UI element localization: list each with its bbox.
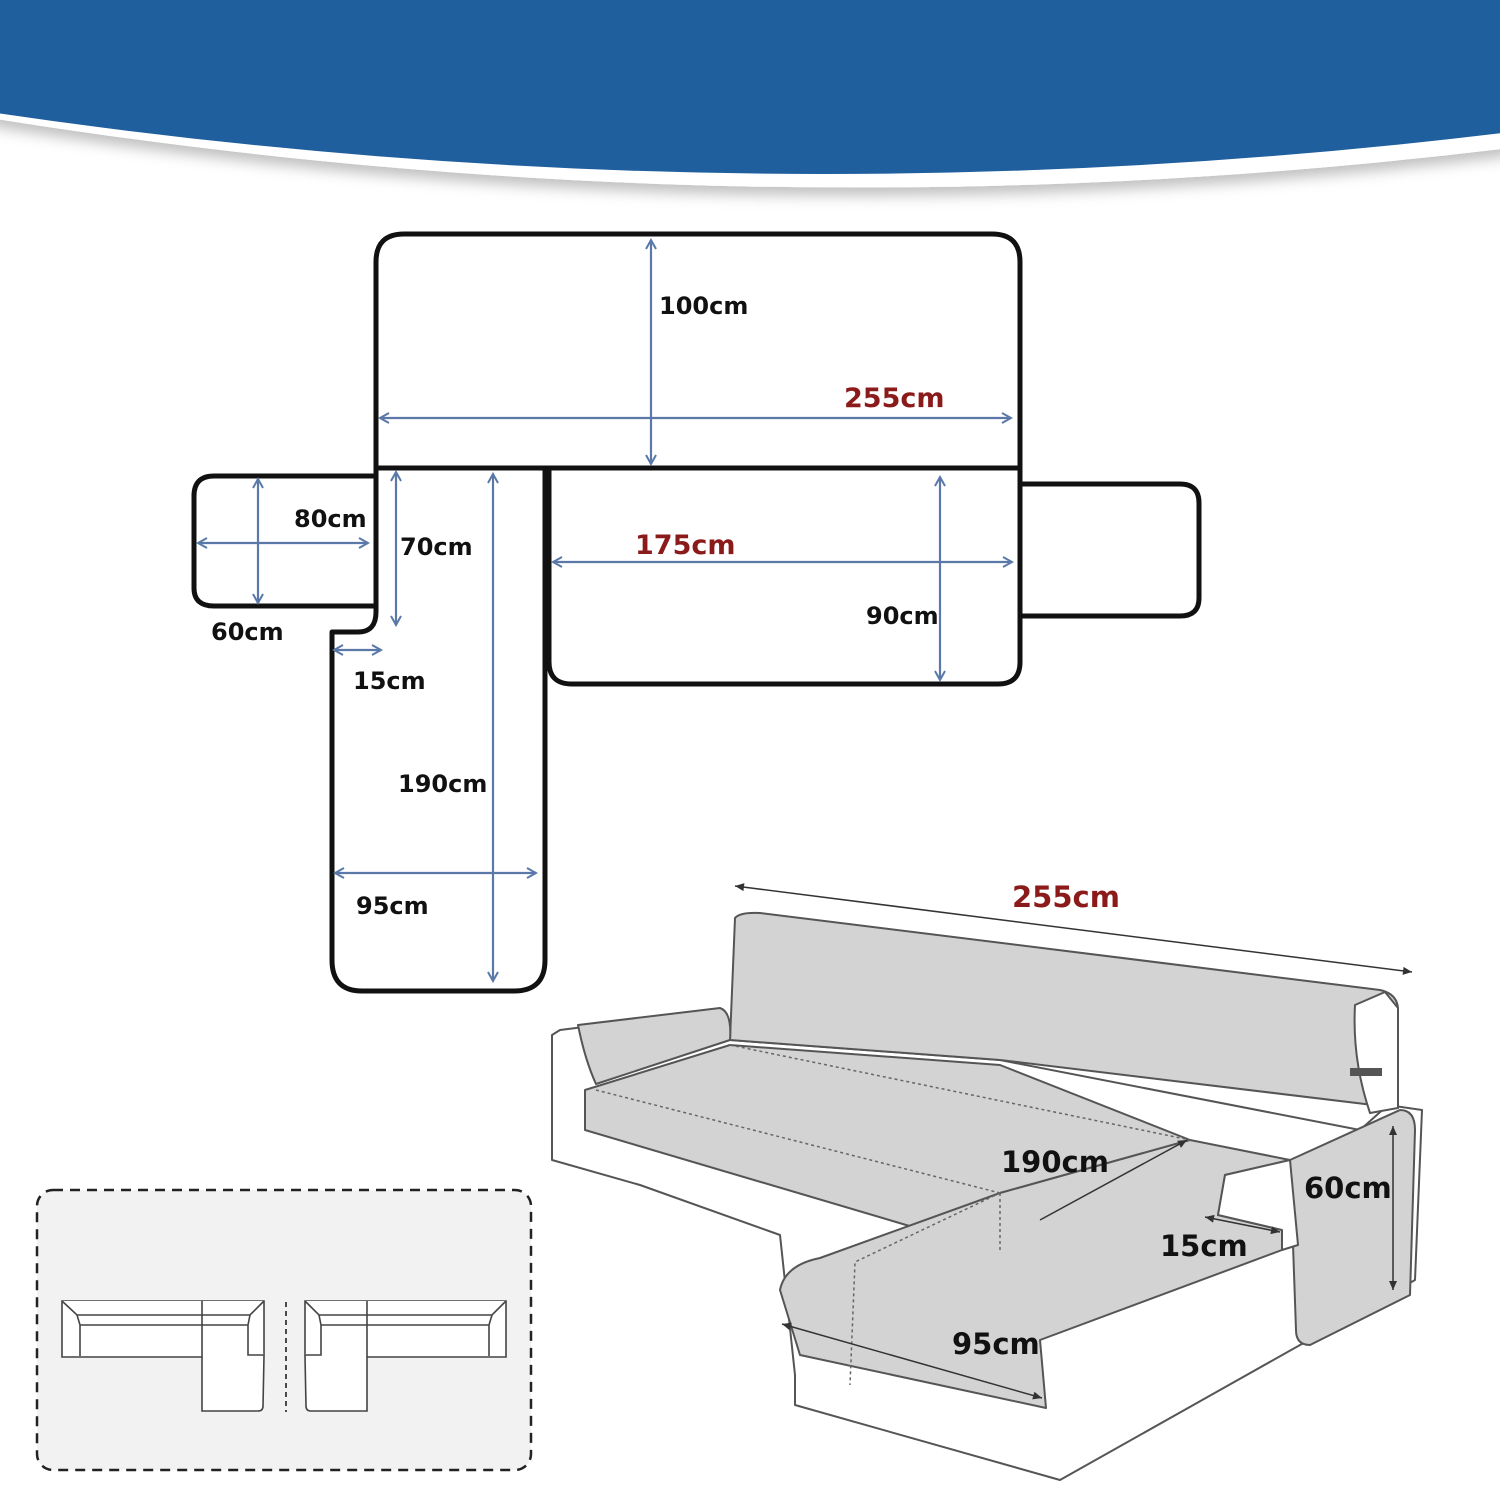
label-seat-width: 175cm bbox=[635, 530, 736, 561]
label-sofa-chaise-length: 190cm bbox=[1001, 1145, 1109, 1179]
sofa-chaise-length-arrow bbox=[1039, 1139, 1188, 1221]
label-chaise-width: 95cm bbox=[356, 892, 429, 920]
label-left-arm-width: 80cm bbox=[294, 505, 367, 533]
orientation-options-box bbox=[35, 1188, 533, 1472]
label-back-height: 100cm bbox=[659, 292, 748, 320]
label-sofa-arm-height: 60cm bbox=[1304, 1171, 1392, 1205]
flat-cover-pattern: 100cm 255cm 80cm 60cm 70cm 15cm 190cm 95… bbox=[191, 231, 1202, 994]
label-sofa-arm-width: 15cm bbox=[1160, 1229, 1248, 1263]
sofa-3d-illustration: 255cm 190cm 60cm 15cm 95cm bbox=[551, 880, 1423, 1481]
back-panel bbox=[373, 231, 1023, 471]
sofa-width-arrow bbox=[734, 883, 1413, 975]
label-sofa-width: 255cm bbox=[1012, 880, 1120, 914]
right-arm-cover bbox=[1289, 1109, 1416, 1346]
right-arm-flap bbox=[1017, 481, 1202, 619]
label-sofa-chaise-width: 95cm bbox=[952, 1327, 1040, 1361]
left-arm-flap bbox=[191, 473, 379, 609]
header-banner bbox=[0, 0, 1500, 188]
label-chaise-upper: 70cm bbox=[400, 533, 473, 561]
left-chaise-sofa-icon bbox=[61, 1300, 265, 1412]
label-chaise-notch: 15cm bbox=[353, 667, 426, 695]
label-back-width: 255cm bbox=[844, 383, 945, 414]
left-arm-cover bbox=[577, 1007, 732, 1085]
right-chaise-sofa-icon bbox=[304, 1300, 507, 1412]
label-left-arm-height: 60cm bbox=[211, 618, 284, 646]
label-seat-depth: 90cm bbox=[866, 602, 939, 630]
sofa-chaise-width-arrow bbox=[781, 1322, 1043, 1400]
label-chaise-length: 190cm bbox=[398, 770, 487, 798]
seat-panel bbox=[546, 465, 1023, 687]
sofa-arm-width-arrow bbox=[1204, 1214, 1281, 1235]
